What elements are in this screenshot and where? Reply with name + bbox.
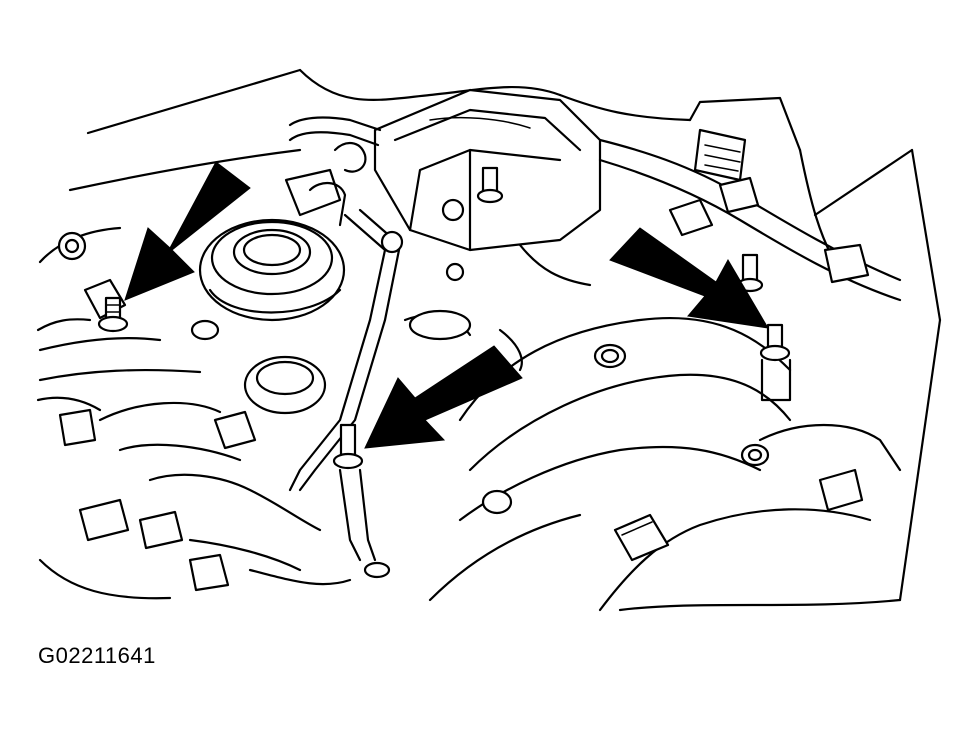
figure-id-label: G02211641 [38, 643, 156, 668]
injector-left [97, 296, 129, 333]
hoses-top [284, 116, 382, 227]
engine-bay-outline [36, 68, 942, 612]
arrow-left-injector [124, 161, 251, 301]
wiring-harness-right [598, 128, 902, 302]
injector-center [332, 423, 391, 579]
arrow-center-injector [364, 345, 523, 449]
support-bracket [288, 198, 523, 492]
egr-valve [198, 218, 346, 322]
arrow-right-injector [609, 227, 769, 329]
